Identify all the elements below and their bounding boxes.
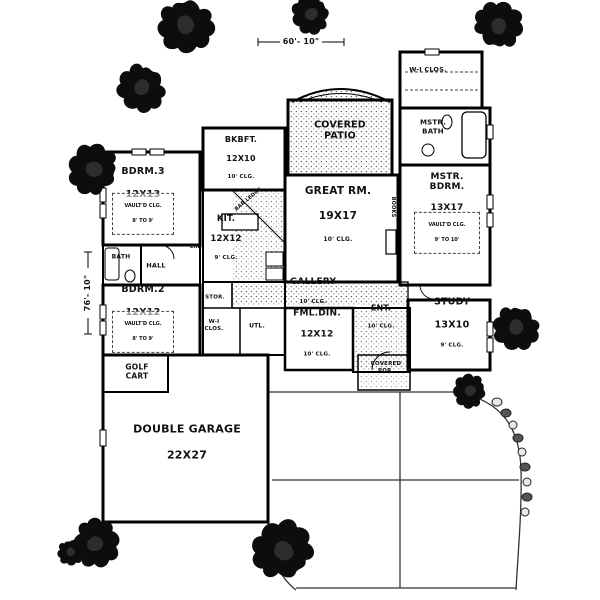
tree-icon xyxy=(60,136,124,203)
tree-icon xyxy=(107,55,176,123)
dimension-ticks xyxy=(84,38,345,335)
tree-icon xyxy=(467,0,531,55)
walls xyxy=(101,50,492,524)
tree-icon xyxy=(486,300,547,358)
tree-icon xyxy=(286,0,335,41)
tree-icon xyxy=(453,373,486,409)
windows xyxy=(99,48,494,447)
fixtures xyxy=(104,111,487,283)
stipple-floors xyxy=(232,89,408,388)
tree-icon xyxy=(157,0,216,54)
driveway xyxy=(267,391,522,591)
rock-border xyxy=(491,397,533,517)
